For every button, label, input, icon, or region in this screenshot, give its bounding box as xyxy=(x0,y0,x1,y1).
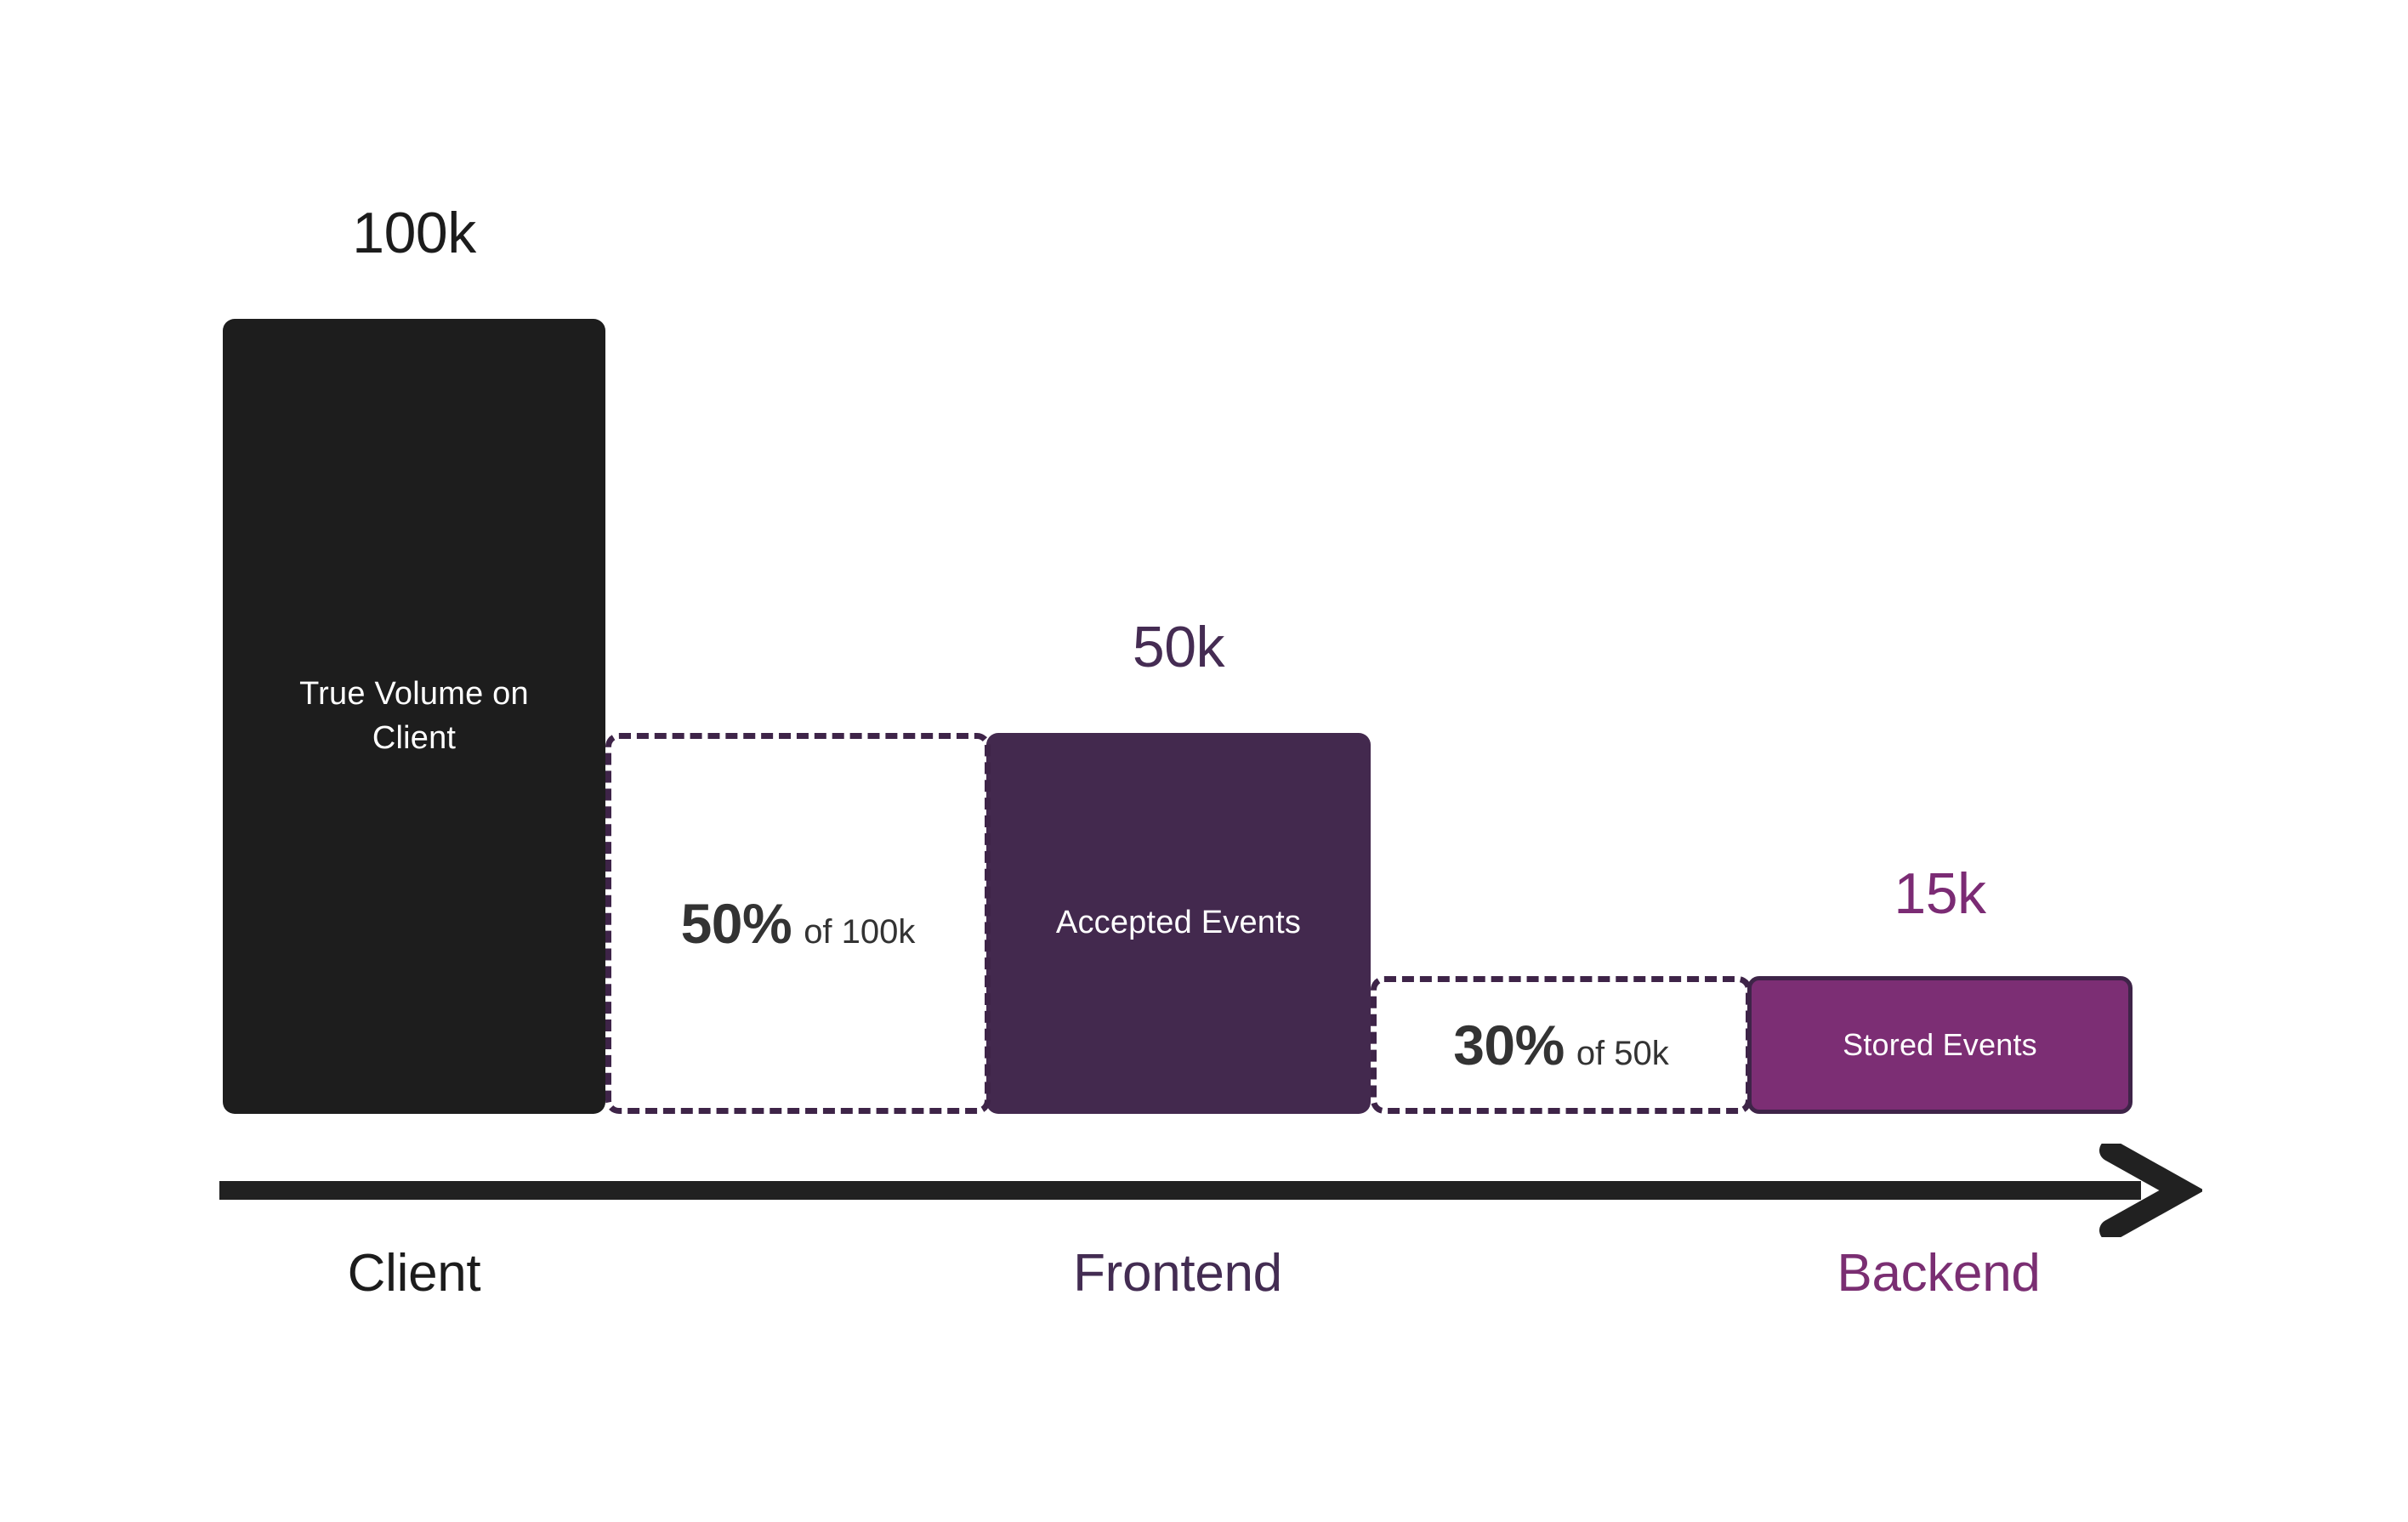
dropoff-box-frontend-to-backend: 30% of 50k xyxy=(1371,976,1752,1114)
axis-caption-client: Client xyxy=(347,1244,481,1303)
dropoff-percent-frontend-to-backend: 30% xyxy=(1453,1014,1565,1076)
right-arrow-icon xyxy=(219,1144,2202,1237)
dropoff-base-client-to-frontend: of 100k xyxy=(804,913,916,951)
axis-caption-frontend: Frontend xyxy=(1073,1244,1282,1303)
dropoff-text-frontend-to-backend: 30% of 50k xyxy=(1453,1013,1669,1077)
bar-label-backend: Stored Events xyxy=(1843,1027,2037,1063)
bar-client: True Volume on Client xyxy=(223,319,605,1114)
dropoff-box-client-to-frontend: 50% of 100k xyxy=(605,733,991,1114)
dropoff-text-client-to-frontend: 50% of 100k xyxy=(681,891,916,956)
axis-caption-backend: Backend xyxy=(1837,1244,2041,1303)
dropoff-percent-client-to-frontend: 50% xyxy=(680,892,792,955)
dropoff-base-frontend-to-backend: of 50k xyxy=(1576,1035,1669,1072)
bar-label-frontend: Accepted Events xyxy=(1055,905,1302,941)
bar-frontend: Accepted Events xyxy=(986,733,1371,1114)
bar-backend: Stored Events xyxy=(1747,976,2133,1114)
value-label-client: 100k xyxy=(352,201,476,265)
value-label-backend: 15k xyxy=(1894,861,1986,926)
bar-label-client: True Volume on Client xyxy=(299,676,529,756)
value-label-frontend: 50k xyxy=(1132,615,1225,679)
